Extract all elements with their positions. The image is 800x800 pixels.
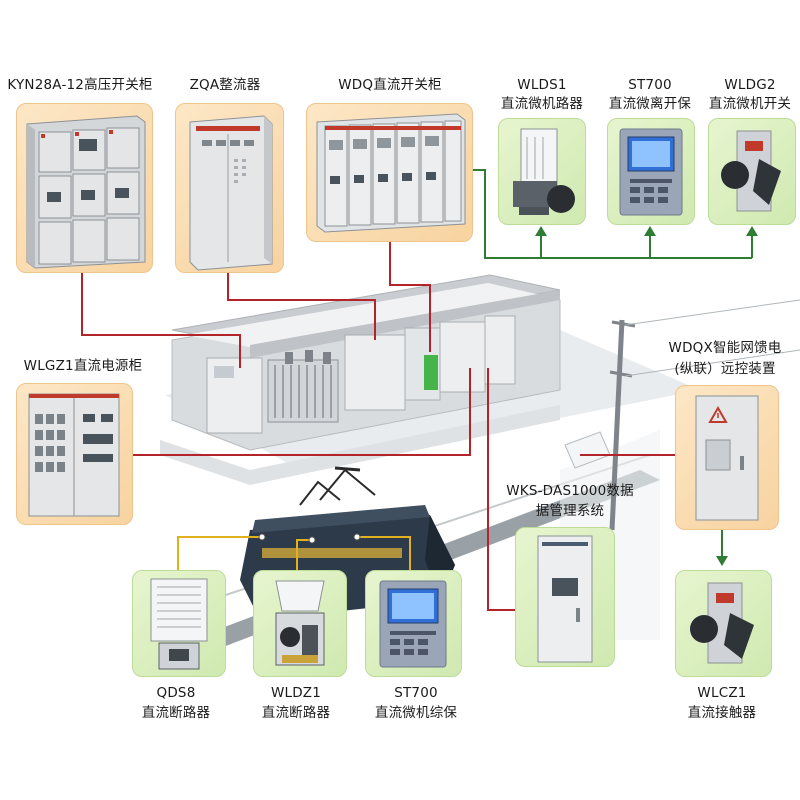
wldg2-switch-image — [721, 130, 781, 212]
qds8-breaker-image — [150, 578, 208, 670]
wdq-switchgear-image — [316, 113, 466, 233]
yellow-line-wldz1 — [296, 539, 312, 575]
st700-bottom-image — [379, 580, 447, 668]
label-wdq: WDQ直流开关柜 — [338, 77, 442, 93]
utility-pole — [609, 299, 800, 531]
label-wlcz1-name: 直流接触器 — [687, 705, 757, 721]
yellow-line-qds8 — [177, 536, 262, 582]
wlgz1-power-cabinet-card — [16, 383, 133, 525]
label-kyn28a: KYN28A-12高压开关柜 — [7, 77, 153, 93]
red-line-wlgz1 — [130, 368, 471, 456]
red-line-kyn — [81, 270, 241, 368]
arrow-up-icon — [644, 226, 656, 236]
label-wdqx-line1: WDQX智能网馈电 — [668, 340, 782, 356]
wlcz1-contactor-card — [675, 570, 772, 677]
arrow-down-icon — [716, 556, 728, 566]
label-wlds1-model: WLDS1 — [517, 77, 567, 93]
wlds1-breaker-card — [498, 118, 586, 225]
label-st700-top-model: ST700 — [628, 77, 672, 93]
label-wldg2-name: 直流微机开关 — [708, 96, 792, 112]
st700-top-card — [607, 118, 695, 225]
zqa-rectifier-card — [175, 103, 284, 273]
zqa-rectifier-image — [189, 115, 273, 271]
label-wlds1-name: 直流微机路器 — [500, 96, 584, 112]
yellow-line-st700 — [357, 536, 411, 575]
label-zqa: ZQA整流器 — [189, 77, 261, 93]
label-qds8-model: QDS8 — [156, 685, 196, 701]
substation-cabinets — [206, 315, 516, 434]
st700-bottom-card — [365, 570, 462, 677]
arrow-up-icon — [535, 226, 547, 236]
label-wdqx-line2: (纵联）远控装置 — [674, 361, 776, 377]
wldg2-switch-card — [708, 118, 796, 225]
wdq-switchgear-card — [306, 103, 473, 242]
red-line-zqa — [227, 272, 376, 340]
label-st700-bottom-model: ST700 — [394, 685, 438, 701]
label-wks-line1: WKS-DAS1000数据 — [506, 483, 634, 499]
transformer — [267, 350, 339, 423]
wlds1-breaker-image — [513, 128, 575, 215]
qds8-breaker-card — [132, 570, 226, 677]
red-line-wdq — [389, 240, 431, 352]
label-wldg2-model: WLDG2 — [724, 77, 776, 93]
kyn28a-switchgear-card — [16, 103, 153, 273]
label-qds8-name: 直流断路器 — [141, 705, 211, 721]
wdqx-remote-device-image — [695, 395, 759, 521]
wks-das1000-image — [537, 535, 593, 663]
arrow-up-icon — [746, 226, 758, 236]
red-line-wks — [487, 368, 515, 611]
wks-das1000-card — [515, 527, 615, 667]
label-st700-top-name: 直流微离开保 — [608, 96, 692, 112]
green-line-bus — [465, 169, 752, 259]
label-wldz1-name: 直流断路器 — [261, 705, 331, 721]
wlgz1-power-cabinet-image — [28, 393, 120, 517]
label-st700-bottom-name: 直流微机综保 — [374, 705, 458, 721]
warning-triangle-icon — [708, 405, 728, 423]
wdqx-remote-device-card — [675, 385, 779, 530]
label-wldz1-model: WLDZ1 — [270, 685, 322, 701]
st700-top-image — [619, 128, 683, 216]
wlcz1-contactor-image — [690, 582, 754, 664]
wldz1-breaker-card — [253, 570, 347, 677]
wldz1-breaker-image — [275, 580, 325, 666]
label-wks-line2: 据管理系统 — [535, 503, 605, 519]
substation-floor — [185, 283, 545, 348]
kyn28a-cabinet-image — [26, 115, 146, 269]
label-wlcz1-model: WLCZ1 — [697, 685, 747, 701]
label-wlgz1: WLGZ1直流电源柜 — [23, 358, 143, 374]
